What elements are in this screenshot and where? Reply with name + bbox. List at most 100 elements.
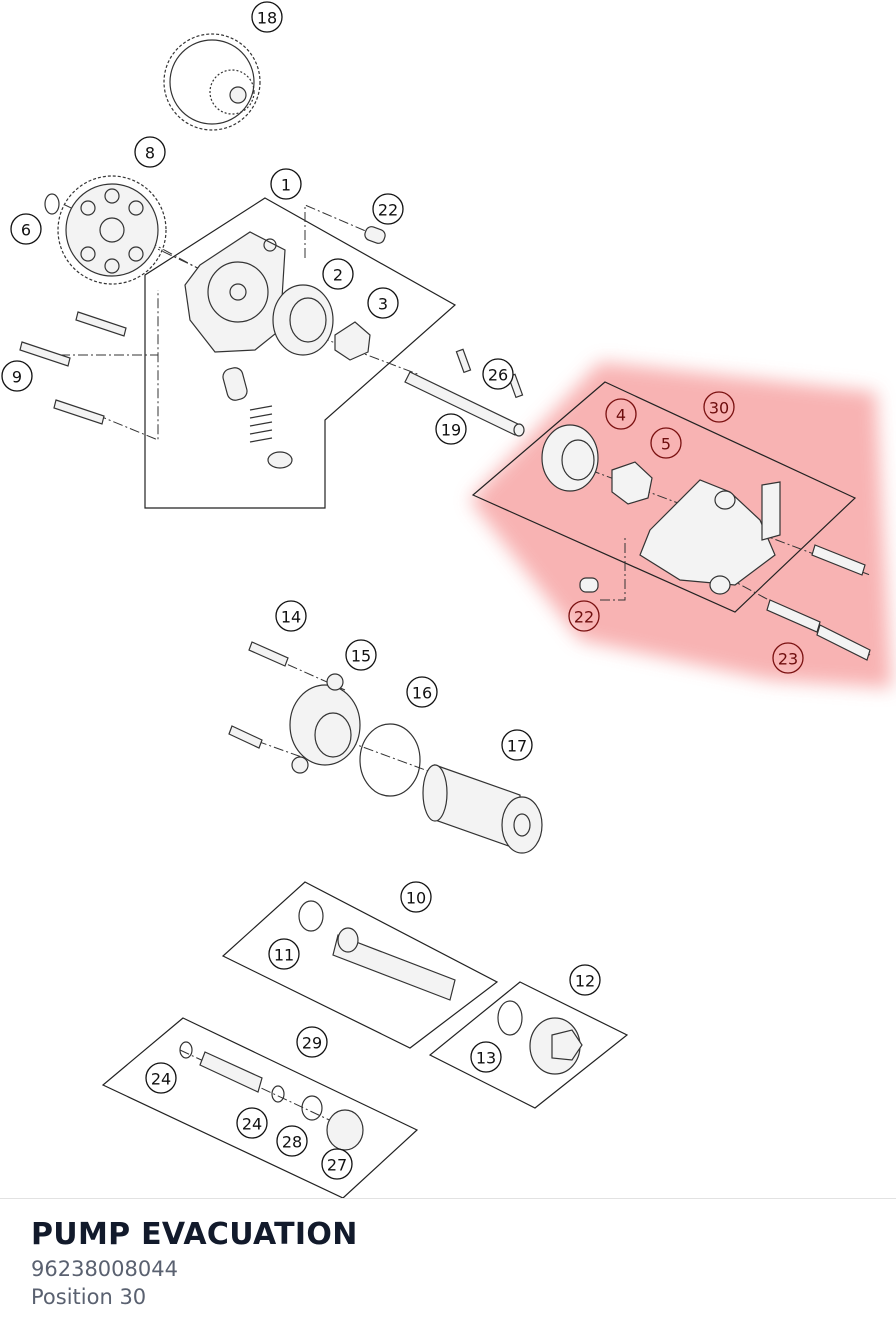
callout-label: 26	[488, 366, 508, 385]
callout-1[interactable]: 1	[270, 168, 302, 200]
callout-12[interactable]: 12	[569, 964, 601, 996]
callout-circle	[321, 1148, 353, 1180]
callout-circle	[772, 642, 804, 674]
callout-label: 27	[327, 1156, 347, 1175]
callout-circle	[322, 258, 354, 290]
callout-label: 8	[145, 144, 155, 163]
callout-label: 22	[378, 201, 398, 220]
part-o-ring-16[interactable]	[359, 723, 421, 797]
callout-11[interactable]: 11	[268, 938, 300, 970]
callout-15[interactable]: 15	[345, 639, 377, 671]
callout-26[interactable]: 26	[482, 358, 514, 390]
part-rotor-2[interactable]	[272, 284, 334, 356]
part-circlip-6[interactable]	[44, 193, 60, 215]
callout-circle	[268, 938, 300, 970]
callout-circle	[345, 639, 377, 671]
callout-circle	[400, 881, 432, 913]
callout-circle	[367, 287, 399, 319]
part-filter-insert-10[interactable]	[298, 900, 456, 1001]
callout-circle	[568, 600, 600, 632]
callout-label: 6	[21, 221, 31, 240]
callout-4[interactable]: 4	[605, 398, 637, 430]
part-dowel-22-suction[interactable]	[579, 577, 599, 593]
callout-label: 19	[441, 421, 461, 440]
part-plug-29[interactable]	[179, 1041, 364, 1151]
callout-label: 22	[574, 608, 594, 627]
callout-17[interactable]: 17	[501, 729, 533, 761]
callout-circle	[482, 358, 514, 390]
callout-label: 13	[476, 1049, 496, 1068]
part-pump-cover-30[interactable]	[639, 479, 781, 595]
callout-18[interactable]: 18	[251, 1, 283, 33]
callout-5[interactable]: 5	[650, 427, 682, 459]
callout-29[interactable]: 29	[296, 1026, 328, 1058]
callout-label: 29	[302, 1034, 322, 1053]
callout-label: 1	[281, 176, 291, 195]
callout-label: 24	[242, 1115, 262, 1134]
part-shaft-19[interactable]	[404, 371, 525, 437]
frame-suction-pump-assembly	[471, 381, 857, 613]
frame-plug-29	[101, 1017, 419, 1199]
callout-2[interactable]: 2	[322, 258, 354, 290]
part-screws-14[interactable]	[228, 641, 289, 749]
callout-22[interactable]: 22	[372, 193, 404, 225]
callout-23[interactable]: 23	[772, 642, 804, 674]
part-position: Position 30	[31, 1285, 147, 1309]
part-plug-12[interactable]	[497, 1000, 583, 1075]
callout-13[interactable]: 13	[470, 1041, 502, 1073]
part-dowel-22[interactable]	[363, 225, 387, 245]
callout-label: 9	[12, 368, 22, 387]
callout-label: 5	[661, 435, 671, 454]
callout-label: 14	[281, 608, 301, 627]
part-title: PUMP EVACUATION	[31, 1217, 358, 1252]
part-gear-18[interactable]	[163, 33, 261, 131]
callout-circle	[605, 398, 637, 430]
callout-label: 11	[274, 946, 294, 965]
callout-circle	[10, 213, 42, 245]
callout-3[interactable]: 3	[367, 287, 399, 319]
callout-circle	[134, 136, 166, 168]
part-pump-housing-1[interactable]	[184, 231, 286, 353]
callout-24[interactable]: 24	[145, 1062, 177, 1094]
callout-circle	[470, 1041, 502, 1073]
part-inner-rotor-5[interactable]	[611, 461, 653, 505]
callout-label: 23	[778, 650, 798, 669]
part-valve-spring[interactable]	[221, 366, 293, 469]
callout-label: 12	[575, 972, 595, 991]
callout-22[interactable]: 22	[568, 600, 600, 632]
callout-8[interactable]: 8	[134, 136, 166, 168]
part-screws-23[interactable]	[766, 544, 871, 661]
callout-circle	[650, 427, 682, 459]
part-rotor-4[interactable]	[541, 424, 599, 492]
callout-circle	[406, 676, 438, 708]
part-gear-8[interactable]	[57, 175, 167, 285]
callout-label: 18	[257, 9, 277, 28]
callout-circle	[703, 391, 735, 423]
callout-16[interactable]: 16	[406, 676, 438, 708]
callout-24[interactable]: 24	[236, 1107, 268, 1139]
callout-label: 16	[412, 684, 432, 703]
callout-9[interactable]: 9	[1, 360, 33, 392]
frame-oil-pump-assembly	[144, 197, 457, 509]
callout-19[interactable]: 19	[435, 413, 467, 445]
callout-30[interactable]: 30	[703, 391, 735, 423]
callout-circle	[372, 193, 404, 225]
callout-label: 3	[378, 295, 388, 314]
callout-10[interactable]: 10	[400, 881, 432, 913]
callout-circle	[1, 360, 33, 392]
part-inner-rotor-3[interactable]	[334, 321, 371, 361]
callout-28[interactable]: 28	[276, 1125, 308, 1157]
part-screws-9[interactable]	[19, 311, 127, 425]
part-info-panel: PUMP EVACUATION 96238008044 Position 30	[0, 1198, 896, 1336]
callout-14[interactable]: 14	[275, 600, 307, 632]
callout-circle	[236, 1107, 268, 1139]
callout-label: 30	[709, 399, 729, 418]
callout-27[interactable]: 27	[321, 1148, 353, 1180]
callout-label: 10	[406, 889, 426, 908]
callout-label: 2	[333, 266, 343, 285]
callout-6[interactable]: 6	[10, 213, 42, 245]
callout-label: 15	[351, 647, 371, 666]
part-filter-cover-15[interactable]	[289, 673, 361, 774]
part-oil-filter-17[interactable]	[422, 764, 543, 854]
